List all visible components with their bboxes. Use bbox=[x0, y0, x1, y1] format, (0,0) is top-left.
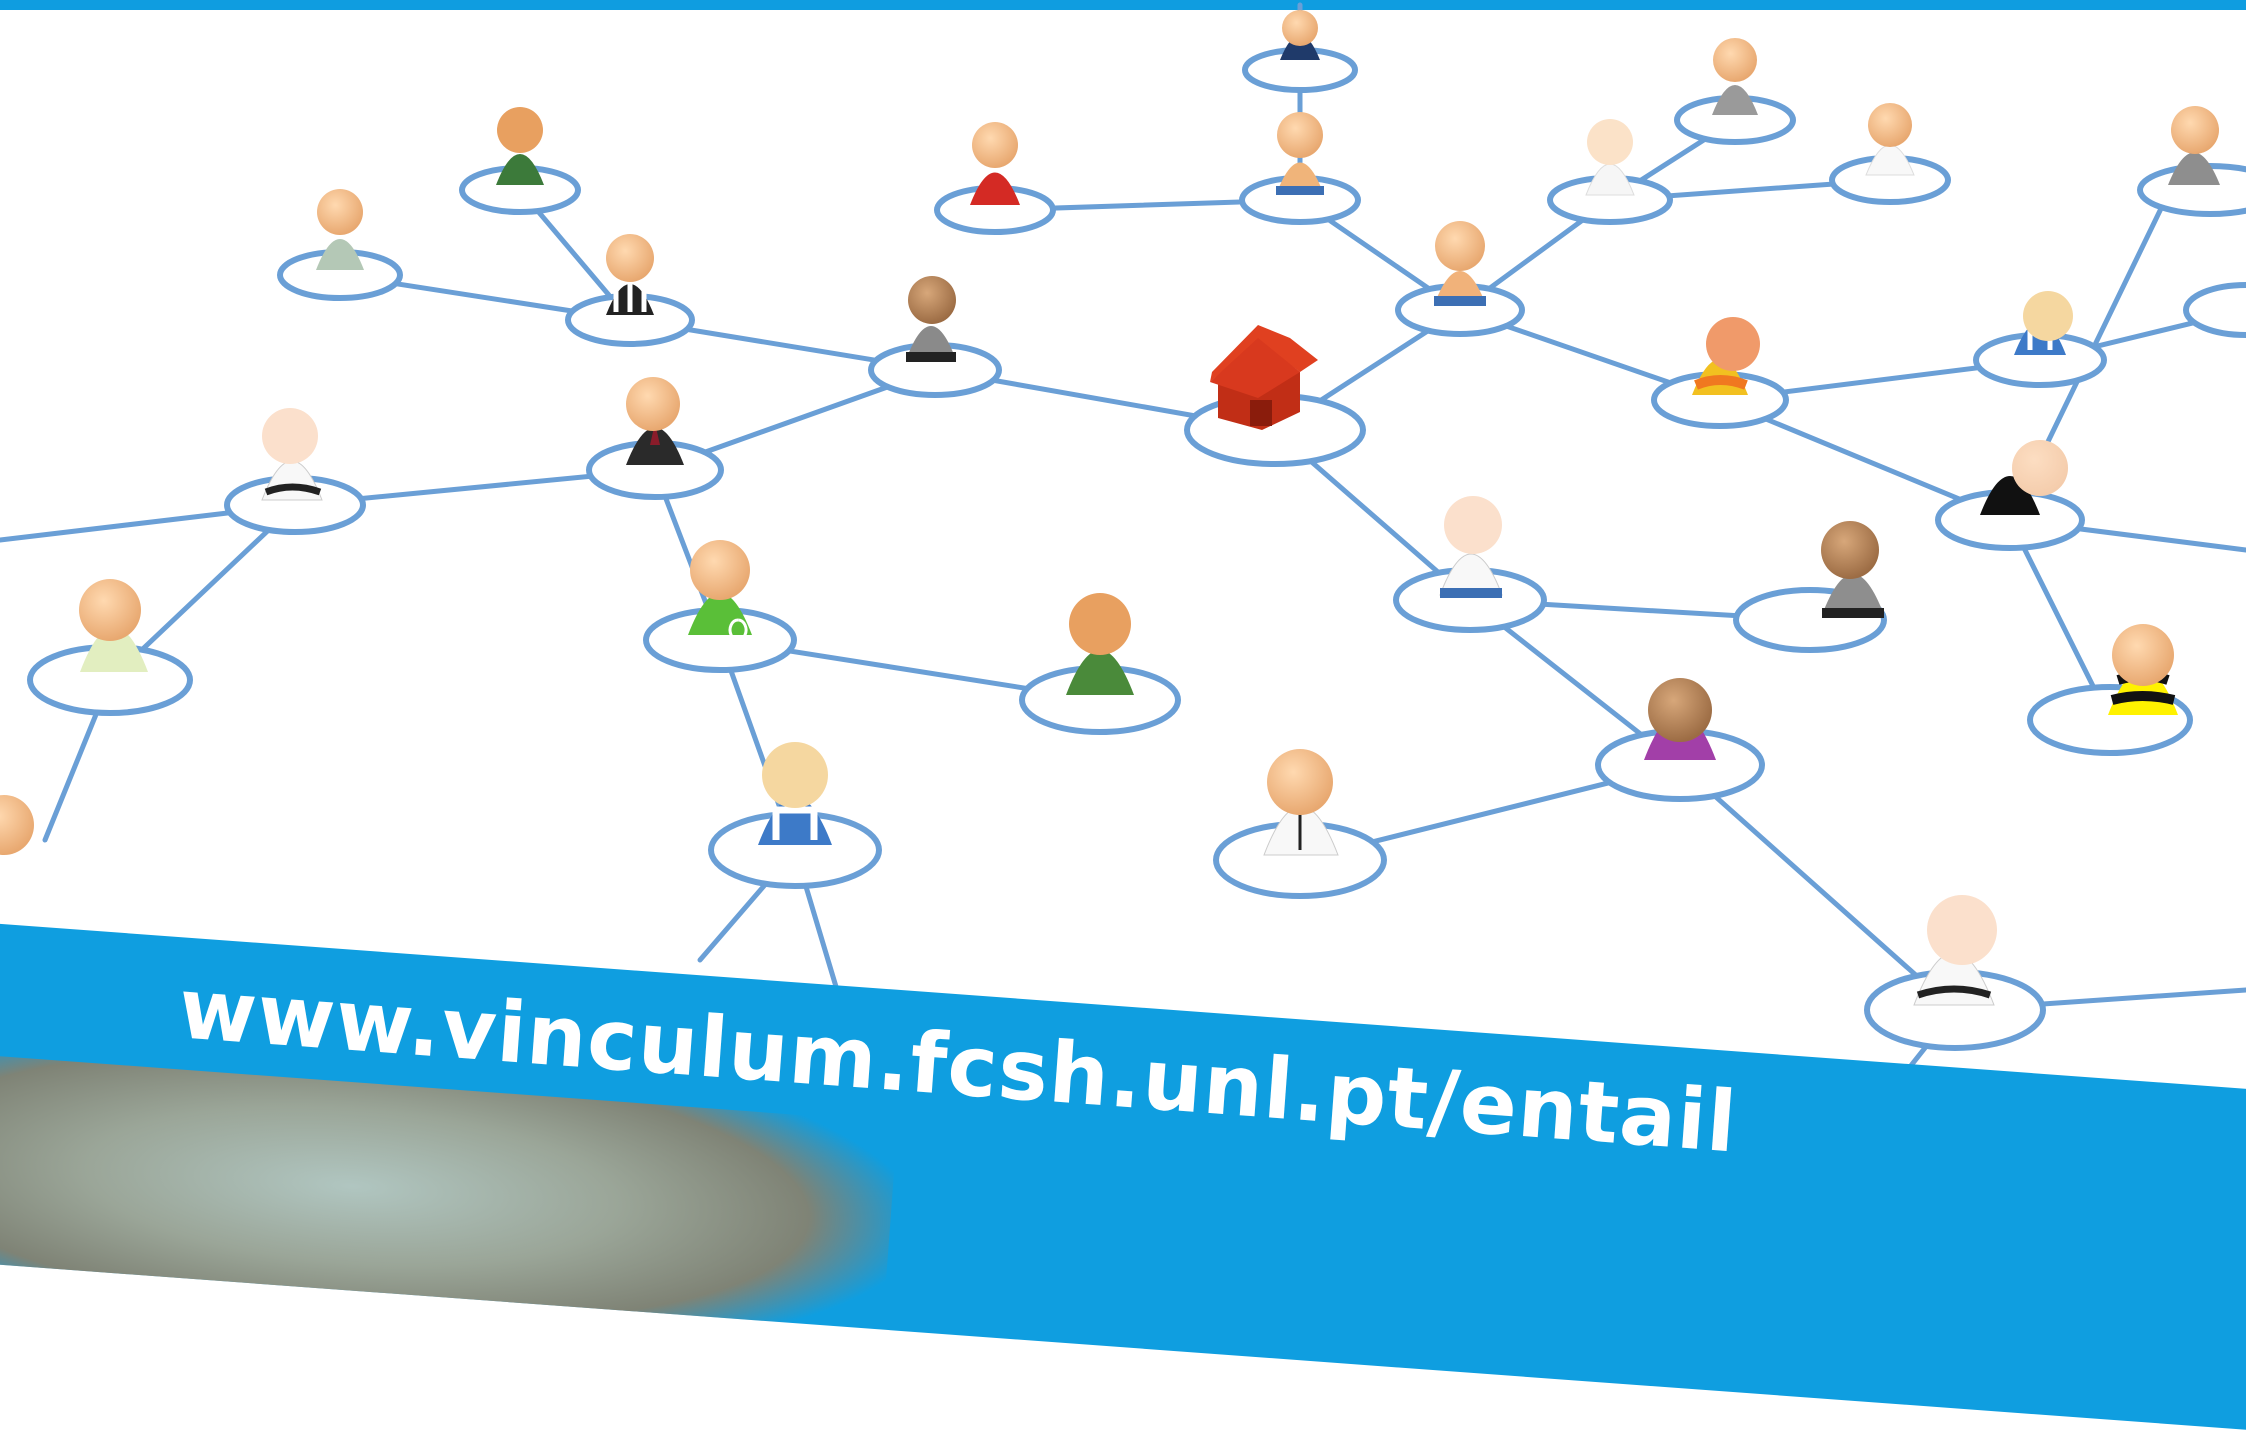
person-figure-icon bbox=[1913, 895, 1997, 1006]
house-icon bbox=[1210, 325, 1318, 430]
person-figure-icon bbox=[626, 377, 684, 465]
person-figure-icon bbox=[2108, 624, 2178, 715]
person-figure-icon bbox=[1585, 119, 1635, 196]
social-network-illustration bbox=[0, 2, 2246, 1133]
person-figure-icon bbox=[2014, 291, 2073, 355]
person-figure-icon bbox=[758, 742, 832, 845]
person-figure-icon bbox=[2168, 106, 2220, 185]
person-figure-icon bbox=[0, 795, 34, 855]
person-figure-icon bbox=[1712, 38, 1758, 115]
person-figure-icon bbox=[906, 276, 956, 362]
person-figure-icon bbox=[261, 408, 323, 501]
person-figure-icon bbox=[1865, 103, 1915, 176]
person-figure-icon bbox=[1644, 678, 1716, 760]
person-figure-icon bbox=[606, 234, 654, 315]
banner-photo bbox=[0, 1056, 898, 1382]
person-figures bbox=[0, 10, 2220, 1006]
person-figure-icon bbox=[79, 579, 148, 672]
person-figure-icon bbox=[1263, 749, 1339, 856]
person-figure-icon bbox=[688, 540, 752, 642]
person-figure-icon bbox=[1692, 317, 1760, 395]
network-nodes bbox=[27, 47, 2246, 1051]
person-figure-icon bbox=[316, 189, 364, 270]
person-figure-icon bbox=[1821, 521, 1884, 618]
person-figure-icon bbox=[970, 122, 1020, 205]
top-accent-bar bbox=[0, 0, 2246, 10]
person-figure-icon bbox=[1280, 10, 1320, 60]
person-figure-icon bbox=[1434, 221, 1486, 306]
person-figure-icon bbox=[1066, 593, 1134, 695]
person-figure-icon bbox=[496, 107, 544, 185]
person-figure-icon bbox=[1980, 440, 2068, 515]
person-figure-icon bbox=[1276, 112, 1324, 195]
person-figure-icon bbox=[1439, 496, 1503, 598]
